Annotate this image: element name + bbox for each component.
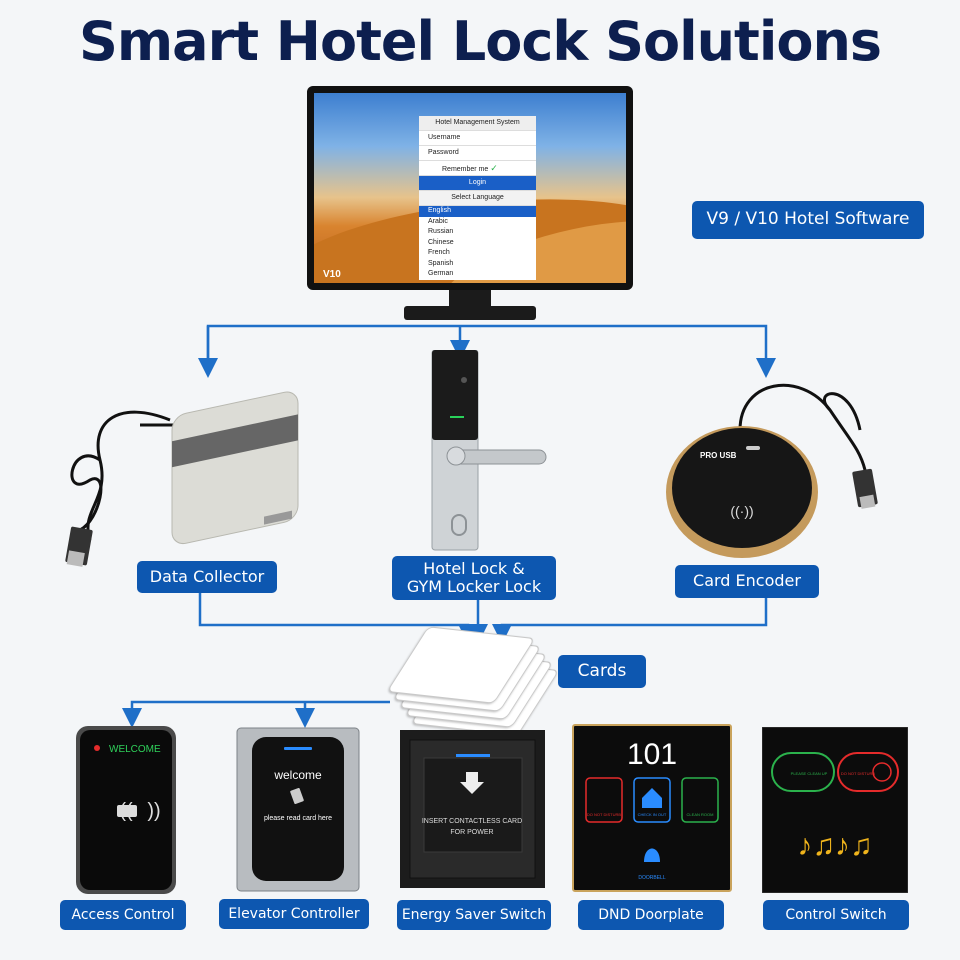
access-welcome-text: WELCOME	[109, 744, 161, 755]
svg-text:♪♫♪♫: ♪♫♪♫	[798, 829, 873, 862]
language-option[interactable]: English	[419, 206, 536, 217]
page-title: Smart Hotel Lock Solutions	[78, 10, 882, 73]
language-option[interactable]: Russian	[428, 228, 454, 235]
elevator-welcome-text: welcome	[273, 768, 322, 782]
doorbell-icon-label: DOORBELL	[638, 875, 665, 881]
card-encoder-label: Card Encoder	[675, 565, 819, 598]
login-header: Hotel Management System	[419, 116, 536, 131]
card-encoder-image: PRO USB ((·))	[666, 383, 878, 558]
hotel-lock-image	[431, 350, 547, 551]
svg-text:((·)): ((·))	[730, 503, 753, 519]
software-label: V9 / V10 Hotel Software	[692, 201, 924, 239]
data-collector-image	[65, 391, 299, 567]
energy-text-1: INSERT CONTACTLESS CARD	[422, 818, 522, 825]
access-control-image: WELCOME (( ))	[76, 726, 176, 894]
login-panel: Hotel Management System Username Passwor…	[419, 116, 536, 280]
data-collector-label: Data Collector	[137, 561, 277, 593]
language-option[interactable]: Chinese	[428, 238, 454, 246]
encoder-brand: PRO USB	[700, 451, 737, 460]
version-badge: V10	[323, 269, 341, 280]
dnd-icon-label: DO NOT DISTURB	[587, 812, 621, 817]
login-button[interactable]: Login	[419, 176, 536, 191]
cards-label: Cards	[558, 655, 646, 688]
energy-text-2: FOR POWER	[450, 829, 493, 836]
encoder-to-cards-line	[492, 598, 768, 644]
username-field[interactable]: Username	[419, 131, 536, 146]
monitor-screen: V10 Hotel Management System Username Pas…	[314, 93, 626, 283]
language-option[interactable]: German	[428, 270, 454, 277]
language-select[interactable]: Select Language	[419, 191, 536, 206]
control-switch-image: PLEASE CLEAN UP DO NOT DISTURB ♪♫♪♫	[762, 727, 908, 893]
monitor-base	[404, 306, 536, 320]
language-option[interactable]: Spanish	[428, 259, 454, 267]
control-switch-label: Control Switch	[763, 900, 909, 930]
monitor-stand	[449, 290, 491, 308]
dnd-doorplate-label: DND Doorplate	[578, 900, 724, 930]
elevator-controller-image: welcome please read card here	[236, 727, 360, 892]
monitor: V10 Hotel Management System Username Pas…	[307, 86, 633, 290]
elevator-instruction-text: please read card here	[264, 815, 332, 822]
clean-icon-label: CLEAN ROOM	[687, 812, 714, 817]
check-icon: ✓	[490, 163, 498, 173]
elevator-controller-label: Elevator Controller	[219, 899, 369, 929]
svg-text:)): ))	[147, 800, 160, 822]
language-option[interactable]: French	[428, 249, 450, 256]
password-field[interactable]: Password	[419, 146, 536, 161]
control-dnd-label: DO NOT DISTURB	[841, 771, 875, 776]
dnd-doorplate-image: 101 DO NOT DISTURB CHECK IN OUT CLEAN RO…	[572, 724, 732, 892]
hotel-lock-label: Hotel Lock & GYM Locker Lock	[392, 556, 556, 600]
energy-saver-image: INSERT CONTACTLESS CARD FOR POWER	[400, 730, 545, 888]
cards-stack	[386, 626, 560, 736]
cards-to-access-line	[122, 700, 390, 728]
language-option[interactable]: Arabic	[428, 217, 448, 225]
checkin-icon-label: CHECK IN OUT	[638, 812, 667, 817]
access-control-label: Access Control	[60, 900, 186, 930]
energy-saver-label: Energy Saver Switch	[397, 900, 551, 930]
remember-me-checkbox[interactable]: Remember me ✓	[419, 161, 536, 176]
clean-up-label: PLEASE CLEAN UP	[791, 771, 828, 776]
room-number: 101	[627, 738, 677, 771]
